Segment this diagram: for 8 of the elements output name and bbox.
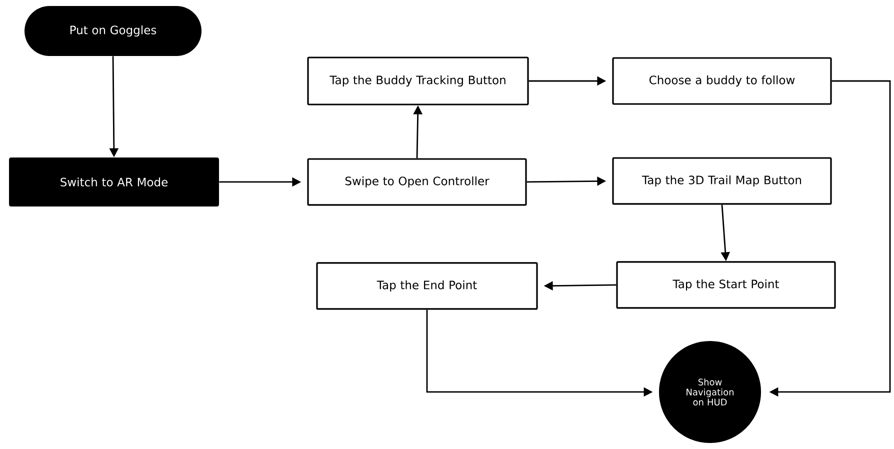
process-box: Swipe to Open Controller bbox=[307, 158, 527, 206]
process-box: Tap the Buddy Tracking Button bbox=[307, 56, 529, 106]
process-box: Switch to AR Mode bbox=[9, 158, 219, 206]
process-box: Tap the End Point bbox=[316, 262, 538, 310]
process-box: Choose a buddy to follow bbox=[612, 57, 832, 105]
start-pill: Put on Goggles bbox=[24, 6, 202, 56]
process-box: Tap the 3D Trail Map Button bbox=[612, 157, 832, 205]
process-box: Tap the Start Point bbox=[616, 261, 836, 309]
